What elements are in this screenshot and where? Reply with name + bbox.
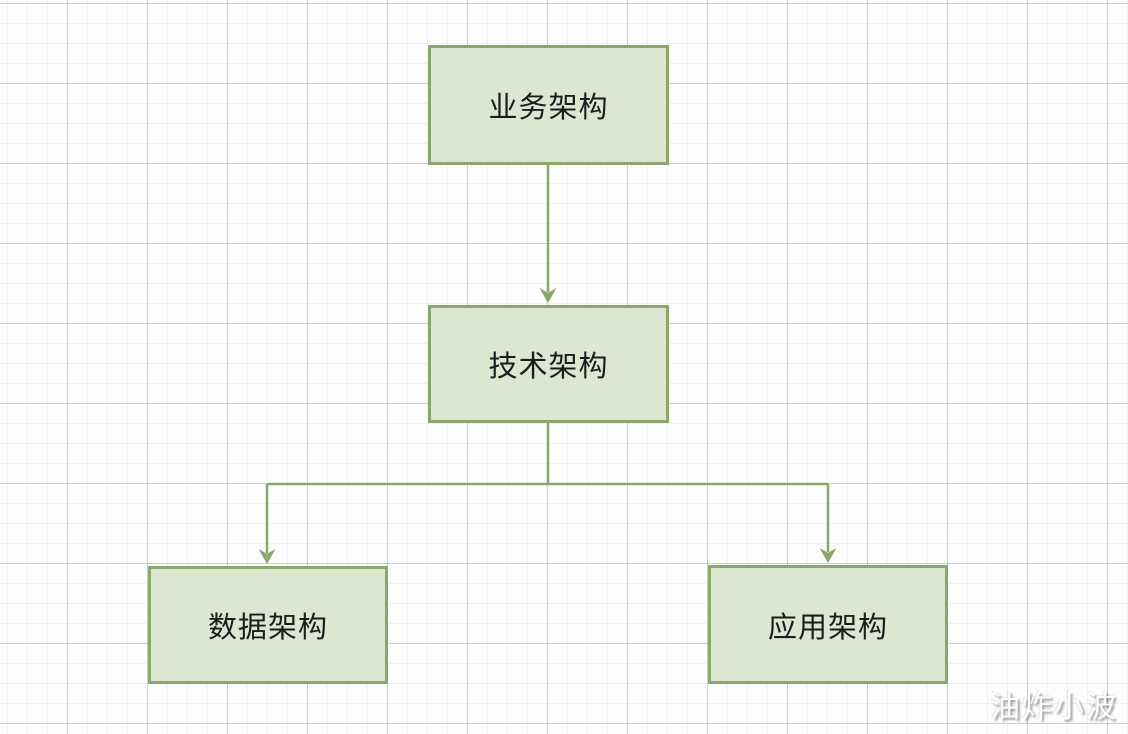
node-data-architecture: 数据架构: [148, 566, 388, 684]
node-application-label: 应用架构: [767, 611, 888, 644]
node-data-label: 数据架构: [207, 612, 328, 644]
node-technology-label: 技术架构: [488, 351, 609, 383]
node-application-architecture: 应用架构: [708, 565, 948, 684]
node-technology-architecture: 技术架构: [428, 305, 669, 423]
edge-technology-branch: [265, 423, 830, 553]
watermark-text: 油炸小波: [990, 691, 1118, 724]
node-business-architecture: 业务架构: [428, 45, 669, 165]
node-business-label: 业务架构: [488, 92, 609, 124]
arrowhead-to-application: [819, 548, 837, 563]
arrowhead-to-technology: [539, 288, 557, 303]
arrowhead-to-data: [258, 549, 276, 564]
